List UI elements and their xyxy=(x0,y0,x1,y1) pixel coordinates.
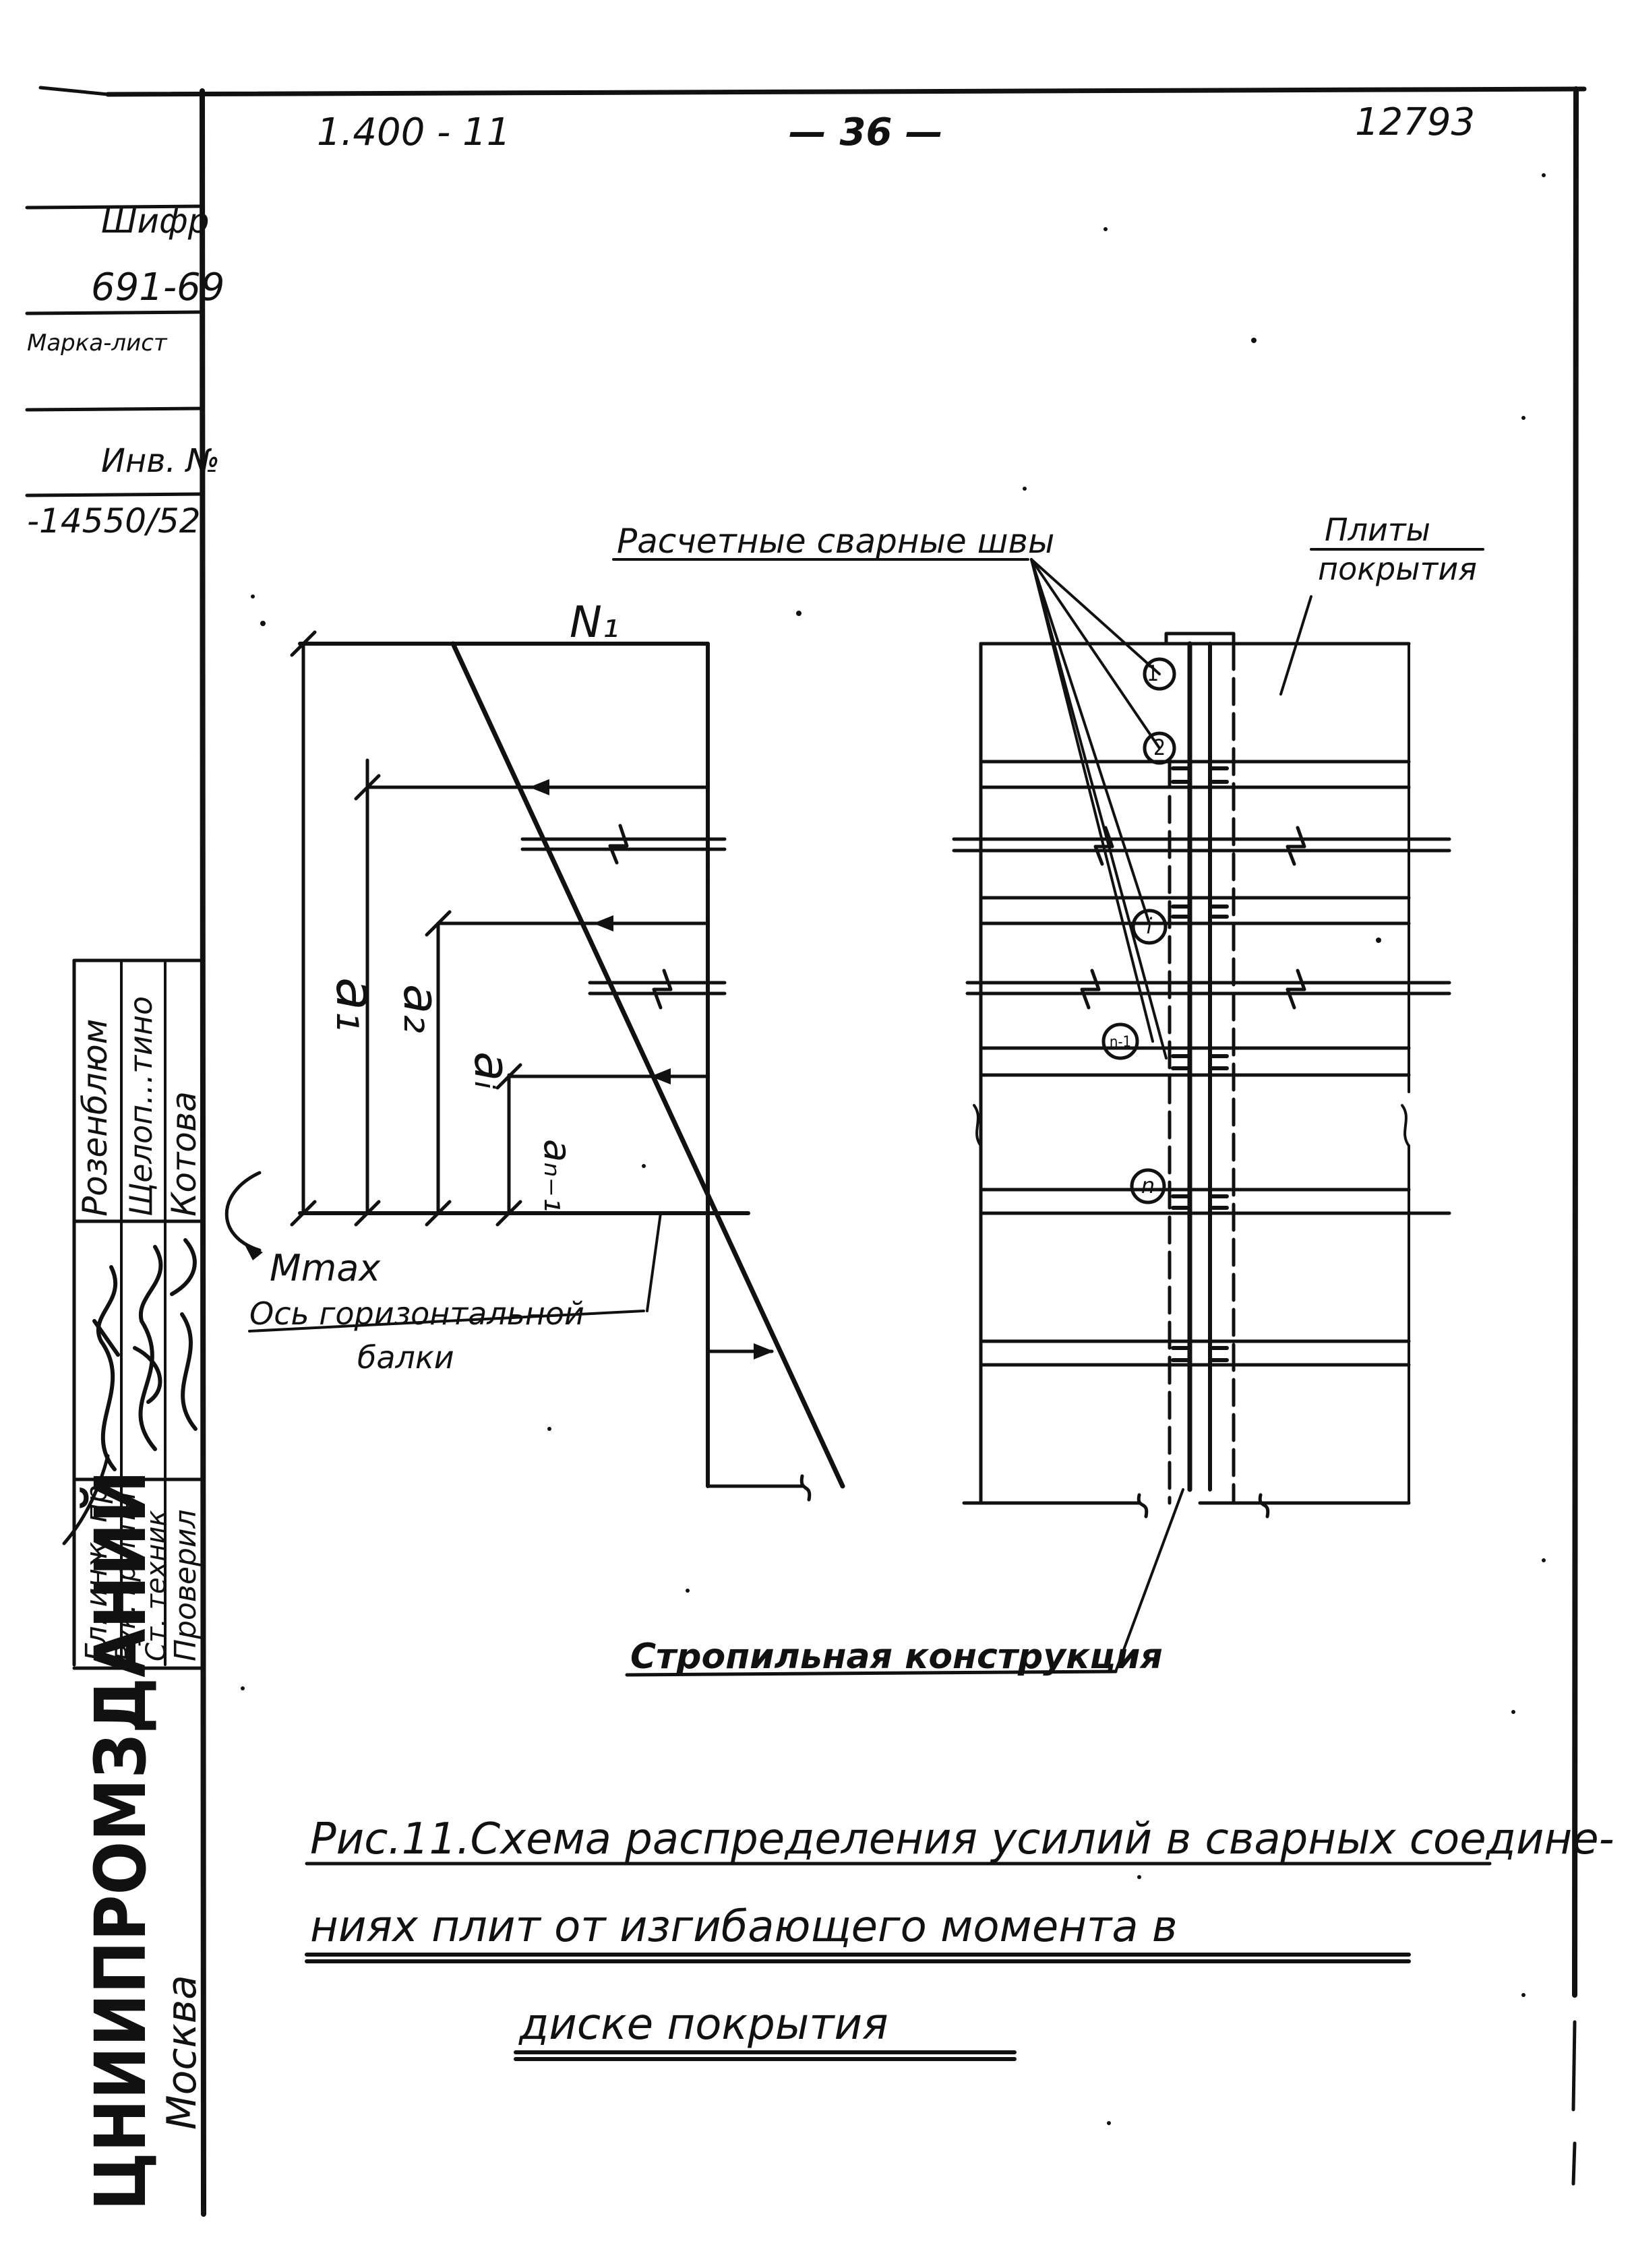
label-axis-2: балки xyxy=(357,1339,454,1376)
stamp-role-3: Ст. техник xyxy=(141,1510,172,1661)
stamp-surname-3: Котова xyxy=(164,1091,204,1217)
label-n1: N₁ xyxy=(570,598,619,648)
stamp-institute: ЦНИИПРОМЗДАНИЙ xyxy=(80,1471,162,2211)
weld-marker-n1: n-1 xyxy=(1110,1034,1131,1051)
stamp-role-2: Рук. группы xyxy=(111,1492,142,1661)
label-axis-1: Ось горизонтальной xyxy=(249,1295,584,1332)
weld-marker-1: 1 xyxy=(1147,661,1159,686)
stamp-signatures xyxy=(62,1238,198,1545)
label-a2: a₂ xyxy=(393,984,450,1033)
caption-line-3: диске покрытия xyxy=(518,2000,888,2050)
weld-marker-n: n xyxy=(1141,1173,1155,1198)
label-slabs-2: покрытия xyxy=(1318,551,1477,587)
header-series: 1.400 - 11 xyxy=(317,111,510,154)
stamp-mark-label: Марка-лист xyxy=(27,330,168,357)
axis-label-underline xyxy=(248,1310,645,1332)
force-diagram xyxy=(224,630,845,1502)
stamp-inv-label: Инв. № xyxy=(101,442,220,480)
label-welds: Расчетные сварные швы xyxy=(617,522,1054,561)
header-page: — 36 — xyxy=(789,111,943,154)
stamp-grid xyxy=(25,204,204,1670)
header-archive-no: 12793 xyxy=(1355,100,1475,144)
stamp-role-4: Проверил xyxy=(169,1509,203,1661)
stamp-inv-value: -14550/52 xyxy=(27,501,201,541)
slab-plan xyxy=(952,558,1451,1673)
caption-line-1: Рис.11.Схема распределения усилий в свар… xyxy=(310,1814,1614,1864)
label-mmax: Mmax xyxy=(270,1247,381,1289)
label-a1: a₁ xyxy=(324,977,387,1032)
label-an1: aₙ₋₁ xyxy=(535,1139,579,1213)
scan-specks xyxy=(241,173,1546,2125)
label-ai: aᵢ xyxy=(464,1051,520,1090)
stamp-code-value: 691-69 xyxy=(91,266,224,309)
weld-marker-2: 2 xyxy=(1153,735,1166,760)
caption-line-2: ниях плит от изгибающего момента в xyxy=(310,1902,1178,1952)
stamp-city: Москва xyxy=(158,1975,206,2130)
stamp-role-1: Гл. инж. пр. xyxy=(80,1475,114,1661)
sheet-frame xyxy=(38,86,1587,2217)
caption-underline-3 xyxy=(514,2050,1017,2061)
structure-underline xyxy=(625,1669,1118,1677)
stamp-code-label: Шифр xyxy=(101,202,209,241)
caption-underline-2 xyxy=(305,1953,1411,1963)
label-slabs-1: Плиты xyxy=(1325,512,1430,548)
stamp-surname-2: Щелоп…тино xyxy=(123,996,159,1217)
stamp-surname-1: Розенблюм xyxy=(75,1019,115,1217)
weld-marker-i: i xyxy=(1147,913,1153,939)
